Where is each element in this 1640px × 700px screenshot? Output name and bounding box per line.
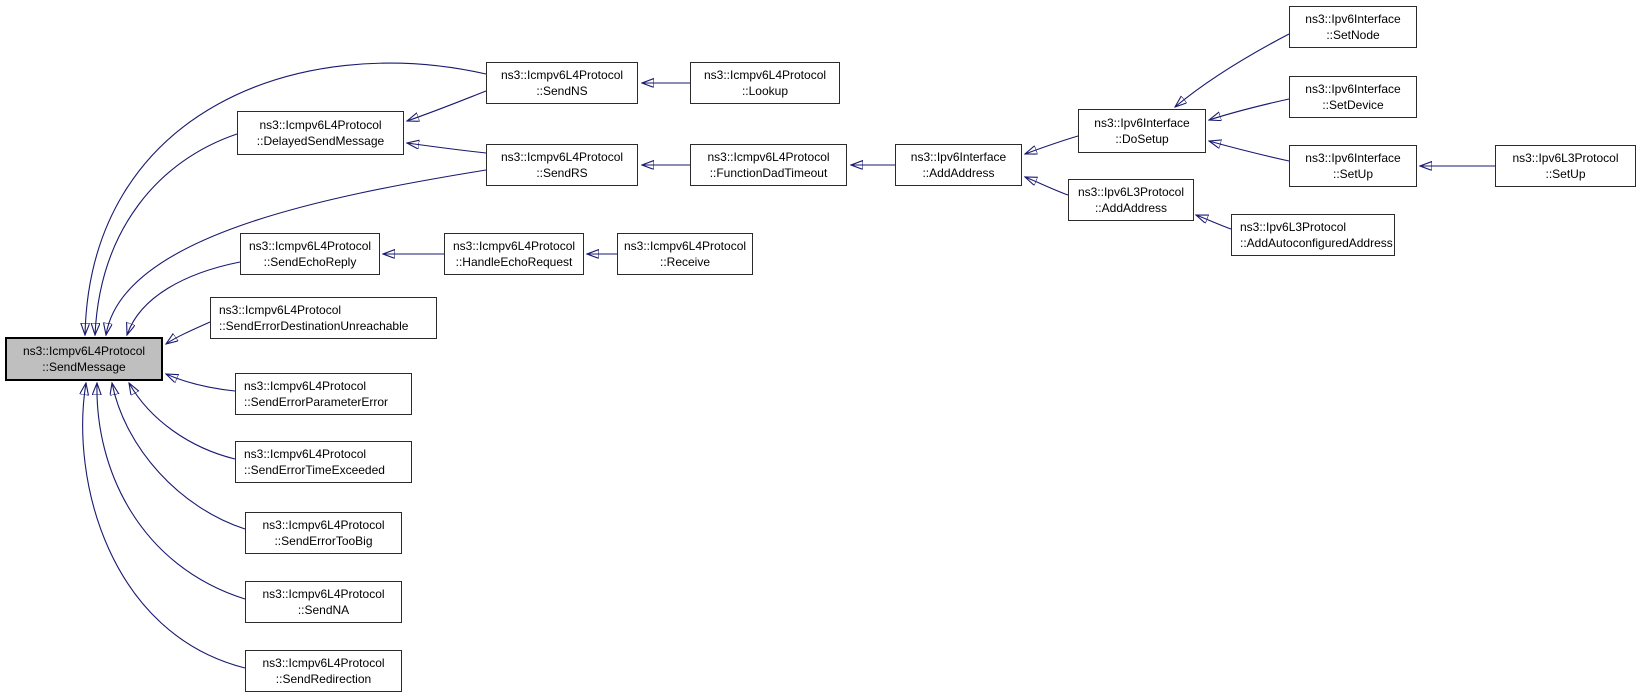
node-ipv6-interface-do-setup[interactable]: ns3::Ipv6Interface ::DoSetup xyxy=(1078,109,1206,153)
edge-send-na-to-send-message xyxy=(97,383,246,600)
node-send-ns[interactable]: ns3::Icmpv6L4Protocol ::SendNS xyxy=(486,62,638,104)
node-ipv6-l3-protocol-add-autoconfigured-address[interactable]: ns3::Ipv6L3Protocol ::AddAutoconfiguredA… xyxy=(1231,214,1395,256)
node-label-line2: ::SendNA xyxy=(297,603,350,617)
node-send-echo-reply[interactable]: ns3::Icmpv6L4Protocol ::SendEchoReply xyxy=(240,233,380,275)
node-label-line2: ::Receive xyxy=(659,255,711,269)
node-label-line2: ::SendRedirection xyxy=(275,672,372,686)
node-ipv6-interface-add-address[interactable]: ns3::Ipv6Interface ::AddAddress xyxy=(895,144,1022,186)
node-send-message[interactable]: ns3::Icmpv6L4Protocol ::SendMessage xyxy=(5,337,163,381)
node-label-line2: ::FunctionDadTimeout xyxy=(709,166,828,180)
node-label-line2: ::AddAutoconfiguredAddress xyxy=(1240,236,1393,250)
node-label-line1: ns3::Icmpv6L4Protocol xyxy=(707,150,830,164)
edge-send-ns-to-send-message xyxy=(85,62,487,335)
node-label-line1: ns3::Icmpv6L4Protocol xyxy=(219,303,342,317)
node-label-line2: ::SetDevice xyxy=(1322,98,1384,112)
edge-ipv6-interface-set-node-to-ipv6-interface-do-setup xyxy=(1175,33,1290,107)
node-label-line2: ::SetNode xyxy=(1326,28,1380,42)
node-label-line1: ns3::Icmpv6L4Protocol xyxy=(500,150,624,164)
node-ipv6-l3-protocol-add-address[interactable]: ns3::Ipv6L3Protocol ::AddAddress xyxy=(1068,179,1194,221)
node-label-line1: ns3::Icmpv6L4Protocol xyxy=(262,656,385,670)
node-label-line1: ns3::Icmpv6L4Protocol xyxy=(623,239,747,253)
node-delayed-send-message[interactable]: ns3::Icmpv6L4Protocol ::DelayedSendMessa… xyxy=(237,111,404,155)
edge-ipv6-interface-set-up-to-ipv6-interface-do-setup xyxy=(1209,141,1290,162)
node-send-rs[interactable]: ns3::Icmpv6L4Protocol ::SendRS xyxy=(486,144,638,186)
node-label-line2: ::DoSetup xyxy=(1115,132,1169,146)
node-send-redirection[interactable]: ns3::Icmpv6L4Protocol ::SendRedirection xyxy=(245,650,402,692)
node-label-line1: ns3::Icmpv6L4Protocol xyxy=(262,587,385,601)
edge-send-ns-to-delayed-send-message xyxy=(407,90,487,121)
node-label-line2: ::SendMessage xyxy=(42,360,126,374)
edge-ipv6-interface-set-device-to-ipv6-interface-do-setup xyxy=(1209,98,1290,120)
edge-send-redirection-to-send-message xyxy=(83,383,246,669)
node-label-line1: ns3::Icmpv6L4Protocol xyxy=(248,239,372,253)
node-send-na[interactable]: ns3::Icmpv6L4Protocol ::SendNA xyxy=(245,581,402,623)
edge-send-error-too-big-to-send-message xyxy=(112,383,246,530)
node-label-line1: ns3::Ipv6L3Protocol xyxy=(1512,151,1619,165)
node-label-line1: ns3::Ipv6Interface xyxy=(910,150,1007,164)
node-label-line2: ::SendErrorTimeExceeded xyxy=(244,463,385,477)
edge-send-echo-reply-to-send-message xyxy=(127,261,241,335)
edge-delayed-send-message-to-send-message xyxy=(95,133,238,335)
node-label-line1: ns3::Ipv6Interface xyxy=(1305,82,1401,96)
edge-send-error-time-exceeded-to-send-message xyxy=(129,383,236,460)
node-label-line2: ::SendRS xyxy=(536,166,588,180)
edge-ipv6-interface-do-setup-to-ipv6-interface-add-address xyxy=(1025,135,1079,154)
node-label-line2: ::AddAddress xyxy=(1094,201,1168,215)
node-label-line1: ns3::Icmpv6L4Protocol xyxy=(244,447,367,461)
node-label-line2: ::SendErrorParameterError xyxy=(244,395,389,409)
node-ipv6-interface-set-node[interactable]: ns3::Ipv6Interface ::SetNode xyxy=(1289,6,1417,48)
node-label-line2: ::SetUp xyxy=(1545,167,1586,181)
node-send-error-parameter-error[interactable]: ns3::Icmpv6L4Protocol ::SendErrorParamet… xyxy=(235,373,412,415)
edge-ipv6-l3-add-address-to-ipv6-interface-add-address xyxy=(1025,177,1069,196)
edge-send-rs-to-send-message xyxy=(106,169,487,335)
node-ipv6-interface-set-device[interactable]: ns3::Ipv6Interface ::SetDevice xyxy=(1289,76,1417,118)
node-label-line2: ::SetUp xyxy=(1332,167,1374,181)
node-label-line1: ns3::Icmpv6L4Protocol xyxy=(244,379,367,393)
node-label-line1: ns3::Icmpv6L4Protocol xyxy=(262,518,385,532)
node-send-error-too-big[interactable]: ns3::Icmpv6L4Protocol ::SendErrorTooBig xyxy=(245,512,402,554)
edge-send-error-parameter-error-to-send-message xyxy=(166,374,236,392)
node-receive[interactable]: ns3::Icmpv6L4Protocol ::Receive xyxy=(617,233,753,275)
node-label-line1: ns3::Icmpv6L4Protocol xyxy=(452,239,576,253)
node-label-line1: ns3::Ipv6Interface xyxy=(1305,12,1401,26)
node-send-error-time-exceeded[interactable]: ns3::Icmpv6L4Protocol ::SendErrorTimeExc… xyxy=(235,441,412,483)
node-ipv6-interface-set-up[interactable]: ns3::Ipv6Interface ::SetUp xyxy=(1289,145,1417,187)
node-label-line2: ::Lookup xyxy=(741,84,789,98)
node-label-line2: ::DelayedSendMessage xyxy=(256,134,385,148)
node-lookup[interactable]: ns3::Icmpv6L4Protocol ::Lookup xyxy=(690,62,840,104)
node-label-line2: ::AddAddress xyxy=(922,166,995,180)
node-label-line2: ::SendErrorTooBig xyxy=(274,534,373,548)
node-label-line2: ::SendErrorDestinationUnreachable xyxy=(219,319,409,333)
node-function-dad-timeout[interactable]: ns3::Icmpv6L4Protocol ::FunctionDadTimeo… xyxy=(690,144,847,186)
node-label-line1: ns3::Icmpv6L4Protocol xyxy=(22,344,146,358)
node-label-line1: ns3::Ipv6Interface xyxy=(1094,116,1190,130)
node-label-line1: ns3::Icmpv6L4Protocol xyxy=(259,118,382,132)
node-label-line1: ns3::Ipv6L3Protocol xyxy=(1240,220,1347,234)
node-label-line2: ::SendEchoReply xyxy=(263,255,357,269)
node-label-line2: ::SendNS xyxy=(536,84,588,98)
node-label-line2: ::HandleEchoRequest xyxy=(455,255,573,269)
node-handle-echo-request[interactable]: ns3::Icmpv6L4Protocol ::HandleEchoReques… xyxy=(444,233,584,275)
edge-ipv6-l3-add-autoconfigured-address-to-ipv6-l3-add-address xyxy=(1196,215,1232,230)
edge-send-error-destination-unreachable-to-send-message xyxy=(166,321,211,344)
edge-send-rs-to-delayed-send-message xyxy=(407,143,487,154)
node-label-line1: ns3::Icmpv6L4Protocol xyxy=(703,68,827,82)
node-label-line1: ns3::Icmpv6L4Protocol xyxy=(500,68,624,82)
node-label-line1: ns3::Ipv6Interface xyxy=(1305,151,1401,165)
node-ipv6-l3-protocol-set-up[interactable]: ns3::Ipv6L3Protocol ::SetUp xyxy=(1495,145,1636,187)
node-label-line1: ns3::Ipv6L3Protocol xyxy=(1077,185,1185,199)
node-send-error-destination-unreachable[interactable]: ns3::Icmpv6L4Protocol ::SendErrorDestina… xyxy=(210,297,437,339)
